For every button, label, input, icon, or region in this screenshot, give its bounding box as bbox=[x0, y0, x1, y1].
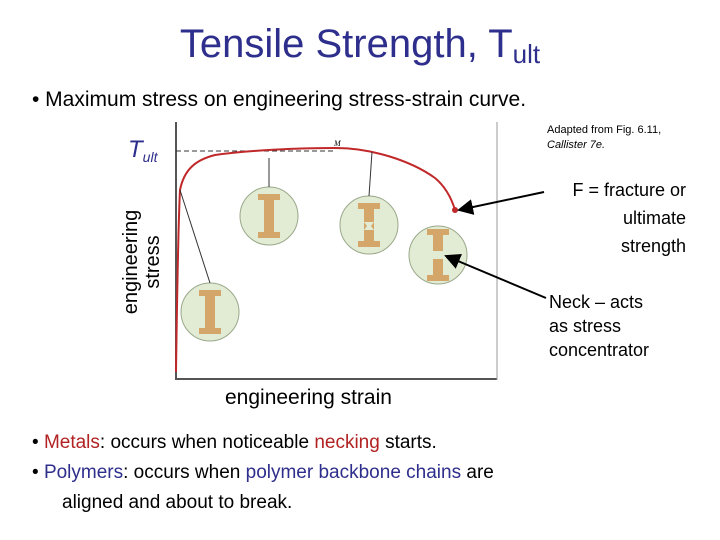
fracture-arrow bbox=[457, 191, 545, 215]
neck-annotation-line1: Neck – acts bbox=[549, 292, 644, 312]
polymers-bullet-line2: aligned and about to break. bbox=[62, 492, 293, 513]
specimen-circle-icon bbox=[339, 195, 399, 255]
stress-strain-curve bbox=[175, 146, 456, 373]
fracture-annotation-line1: F = fracture or bbox=[572, 180, 686, 200]
specimen-leader-line bbox=[179, 189, 211, 284]
specimen-circle-icon bbox=[239, 186, 299, 246]
metals-text-2: starts. bbox=[379, 432, 437, 453]
specimen-leader-line bbox=[368, 151, 373, 197]
source-note-line1: Adapted from Fig. 6.11, bbox=[547, 124, 662, 136]
y-axis-label-line2: stress bbox=[142, 235, 164, 289]
fracture-annotation-line3: strength bbox=[620, 236, 686, 256]
bottom-bullets: • Metals: occurs when noticeable necking… bbox=[32, 428, 494, 518]
source-note-line2: Callister 7e. bbox=[547, 139, 606, 151]
slide-title: Tensile Strength, Tult bbox=[0, 22, 720, 70]
x-axis-label: engineering strain bbox=[225, 386, 392, 409]
backbone-term: polymer backbone chains bbox=[245, 462, 462, 483]
necking-term: necking bbox=[314, 432, 380, 453]
fracture-annotation: F = fracture or ultimate strength bbox=[548, 176, 686, 260]
source-note: Adapted from Fig. 6.11, Callister 7e. bbox=[547, 123, 661, 153]
polymers-bullet: • Polymers: occurs when polymer backbone… bbox=[32, 458, 494, 488]
point-label-m: M bbox=[333, 139, 342, 148]
polymers-bullet-mark: • bbox=[32, 462, 39, 483]
metals-bullet: • Metals: occurs when noticeable necking… bbox=[32, 428, 494, 458]
metals-text-1: : occurs when noticeable bbox=[99, 432, 315, 453]
y-axis-label-line1: engineering bbox=[120, 209, 142, 315]
tult-label: Tult bbox=[128, 136, 157, 165]
slide-title-main: Tensile Strength, T bbox=[179, 22, 513, 66]
specimen-circle-icon bbox=[180, 282, 240, 342]
metals-bullet-mark: • bbox=[32, 432, 39, 453]
slide-title-sub: ult bbox=[512, 39, 541, 69]
polymers-text-2: are bbox=[461, 462, 494, 483]
tult-label-main: T bbox=[128, 136, 143, 163]
neck-annotation: Neck – acts as stress concentrator bbox=[549, 290, 649, 362]
top-bullet: • Maximum stress on engineering stress-s… bbox=[32, 88, 527, 111]
polymers-text-1: : occurs when bbox=[123, 462, 246, 483]
metals-term: Metals bbox=[43, 432, 100, 453]
tult-label-sub: ult bbox=[142, 149, 158, 165]
polymers-term: Polymers bbox=[43, 462, 124, 483]
fracture-point bbox=[452, 207, 458, 213]
neck-arrow bbox=[444, 254, 547, 299]
specimen-circle-icon bbox=[408, 225, 468, 285]
neck-annotation-line3: concentrator bbox=[549, 340, 650, 360]
neck-annotation-line2: as stress bbox=[549, 316, 622, 336]
y-axis-label: engineering stress bbox=[120, 162, 164, 362]
fracture-annotation-line2: ultimate bbox=[622, 208, 686, 228]
